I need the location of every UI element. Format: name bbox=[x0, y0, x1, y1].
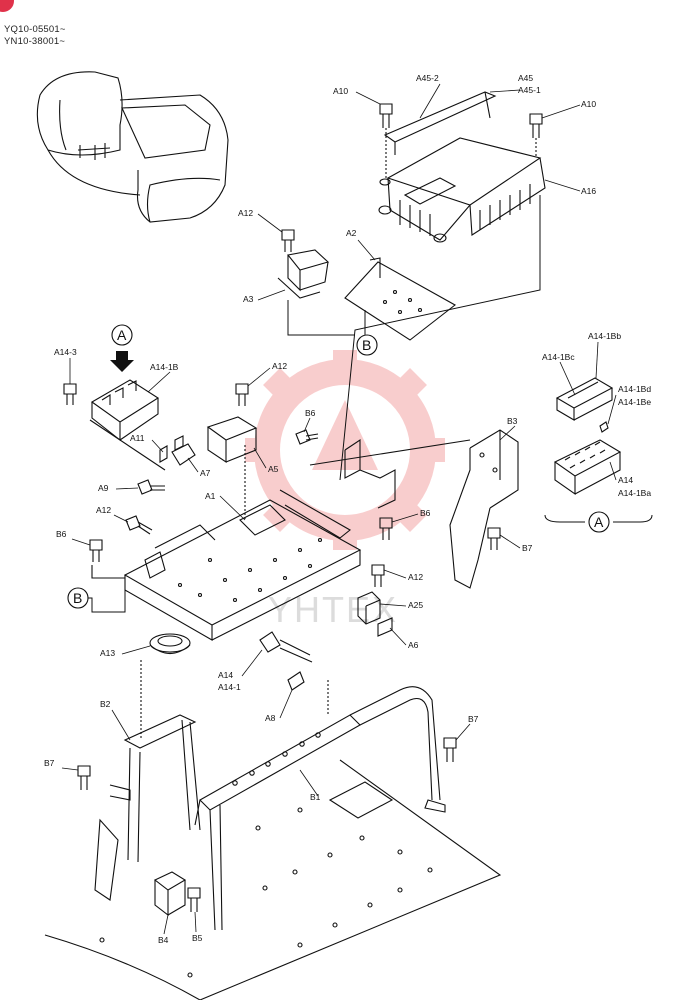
label-a12-left: A12 bbox=[96, 505, 111, 515]
detail-a-fuse-block bbox=[553, 439, 622, 496]
label-b5: B5 bbox=[192, 933, 203, 943]
bolt-a14-3 bbox=[63, 383, 77, 405]
frame-b1 bbox=[194, 680, 446, 931]
label-a13: A13 bbox=[100, 648, 115, 658]
label-a8: A8 bbox=[265, 713, 276, 723]
part-a11-a7 bbox=[159, 435, 196, 466]
bolt-a12-mid bbox=[235, 383, 249, 406]
box-a5 bbox=[206, 416, 258, 464]
bolt-a10-left bbox=[379, 103, 393, 180]
label-b2: B2 bbox=[100, 699, 111, 709]
bolt-b5 bbox=[187, 887, 201, 912]
serial-number-1: YQ10-05501~ bbox=[4, 24, 66, 35]
watermark-gear bbox=[245, 350, 445, 550]
callout-b-upper-circle bbox=[356, 334, 378, 356]
detail-a-cover bbox=[555, 377, 614, 421]
bolt-a10-right bbox=[529, 113, 543, 158]
label-a12-mid: A12 bbox=[272, 361, 287, 371]
label-a14-1be: A14-1Be bbox=[618, 397, 651, 407]
base-plate-a1 bbox=[123, 445, 362, 641]
callout-a-circle bbox=[111, 324, 133, 346]
relay-b4 bbox=[153, 871, 187, 917]
bracket-b3 bbox=[449, 429, 519, 589]
cab-overview-sketch bbox=[36, 71, 229, 223]
label-leaders bbox=[61, 83, 617, 935]
relay-a3 bbox=[277, 249, 330, 299]
label-a10-left: A10 bbox=[333, 86, 348, 96]
label-a45-1: A45-1 bbox=[518, 85, 541, 95]
label-a2: A2 bbox=[346, 228, 357, 238]
detail-a-bracket bbox=[544, 514, 653, 523]
label-a1: A1 bbox=[205, 491, 216, 501]
label-a25: A25 bbox=[408, 600, 423, 610]
label-a14-1: A14-1 bbox=[218, 682, 241, 692]
serial-number-2: YN10-38001~ bbox=[4, 36, 66, 47]
label-b7-far-right: B7 bbox=[468, 714, 479, 724]
bolt-b6-right bbox=[379, 517, 393, 540]
label-b1: B1 bbox=[310, 792, 321, 802]
label-a3: A3 bbox=[243, 294, 254, 304]
label-a45: A45 bbox=[518, 73, 533, 83]
label-a12-lower: A12 bbox=[408, 572, 423, 582]
bolt-a12-left bbox=[125, 515, 153, 535]
callout-b-lower-leader bbox=[88, 590, 126, 613]
label-a14-1ba: A14-1Ba bbox=[618, 488, 651, 498]
grommet-a13 bbox=[149, 633, 191, 655]
label-b6-right: B6 bbox=[420, 508, 431, 518]
callout-a-detail-label: A bbox=[594, 514, 604, 530]
arrow-down-icon bbox=[110, 351, 134, 372]
label-b4: B4 bbox=[158, 935, 169, 945]
bolt-b6-left bbox=[89, 539, 125, 579]
bolt-b6-top bbox=[295, 429, 319, 445]
bolt-b7-left bbox=[77, 765, 91, 790]
label-a14-1bc: A14-1Bc bbox=[542, 352, 575, 362]
label-a14: A14 bbox=[218, 670, 233, 680]
label-a14-1bb: A14-1Bb bbox=[588, 331, 621, 341]
detail-a-fuse bbox=[599, 421, 609, 433]
bolt-b7-far-right bbox=[443, 737, 457, 762]
label-a16: A16 bbox=[581, 186, 596, 196]
bracket-near-b3 bbox=[309, 438, 471, 509]
fuse-box-a14-1b bbox=[89, 379, 166, 471]
controller-unit-a16 bbox=[378, 91, 546, 243]
callout-b-upper-label: B bbox=[362, 337, 371, 353]
label-a7: A7 bbox=[200, 468, 211, 478]
label-b7-right: B7 bbox=[522, 543, 533, 553]
label-a9: A9 bbox=[98, 483, 109, 493]
corner-badge bbox=[0, 0, 14, 12]
label-a6: A6 bbox=[408, 640, 419, 650]
label-a5: A5 bbox=[268, 464, 279, 474]
leader-lines-b bbox=[287, 195, 541, 481]
frame-b2 bbox=[109, 660, 201, 863]
label-a14-1bd: A14-1Bd bbox=[618, 384, 651, 394]
bolt-a12-top bbox=[281, 229, 295, 252]
label-a14-detail: A14 bbox=[618, 475, 633, 485]
callout-b-lower-label: B bbox=[73, 590, 82, 606]
label-a11: A11 bbox=[130, 433, 145, 443]
label-a14-1b: A14-1B bbox=[150, 362, 179, 372]
bolt-b7-right bbox=[487, 527, 501, 550]
watermark-text: YHTEX bbox=[268, 589, 398, 630]
connector-a14 bbox=[259, 631, 313, 691]
callout-a-detail-circle bbox=[588, 511, 610, 533]
label-b3: B3 bbox=[507, 416, 518, 426]
bracket-a2 bbox=[344, 257, 456, 341]
label-b7-left: B7 bbox=[44, 758, 55, 768]
label-a12-top: A12 bbox=[238, 208, 253, 218]
label-b6-top: B6 bbox=[305, 408, 316, 418]
callout-a-label: A bbox=[117, 327, 127, 343]
part-labels: A10 A45-2 A45 A45-1 A10 A16 A12 A2 A3 A1… bbox=[44, 73, 651, 945]
bolt-a9 bbox=[137, 479, 165, 495]
floor-plate bbox=[44, 759, 502, 1000]
bolt-a12-lower bbox=[371, 564, 385, 587]
label-a45-2: A45-2 bbox=[416, 73, 439, 83]
label-a14-3: A14-3 bbox=[54, 347, 77, 357]
label-a10-right: A10 bbox=[581, 99, 596, 109]
label-b6-left: B6 bbox=[56, 529, 67, 539]
